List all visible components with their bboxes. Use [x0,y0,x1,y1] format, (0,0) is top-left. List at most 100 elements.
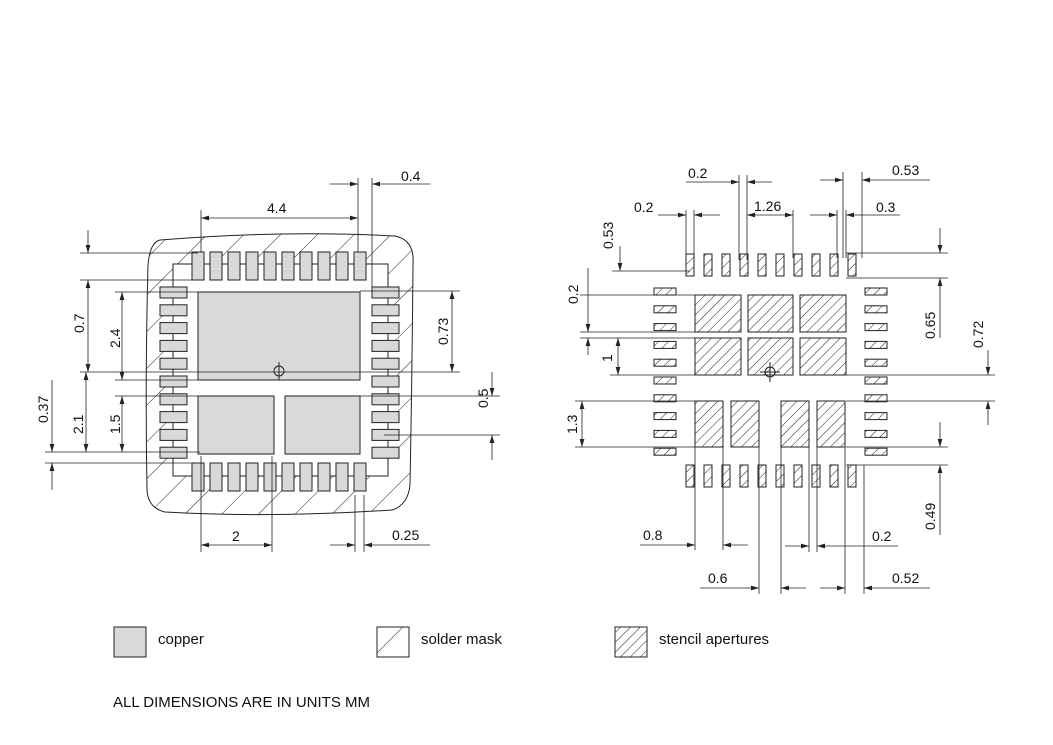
stencil-pad [864,305,888,314]
dim-0-73: 0.73 [435,318,451,345]
stencil-pad [653,323,677,332]
pad [159,339,188,352]
bottom-pad-row [191,462,367,492]
stencil-pad [864,340,888,349]
stencil-pad [864,447,888,456]
stencil-pad [847,253,857,277]
stencil-pad [829,464,839,488]
pad [317,251,331,281]
stencil-aperture [694,400,724,448]
stencil-pad [847,464,857,488]
left-dimension-lines [45,178,500,552]
dim-1-5: 1.5 [107,414,123,434]
pad [245,251,259,281]
dim-1-3: 1.3 [564,414,580,434]
dim-0-2-bottom: 0.2 [872,528,892,544]
dim-0-72: 0.72 [970,321,986,348]
pad [209,251,223,281]
pad [159,411,188,424]
stencil-pad [864,429,888,438]
pad [191,462,205,492]
legend-stencil-swatch [614,626,648,658]
land-pattern-view [145,233,414,516]
stencil-aperture [730,400,760,448]
pad [263,462,277,492]
stencil-pad [739,464,749,488]
stencil-pad [653,394,677,403]
legend-copper-label: copper [158,631,204,648]
dim-0-2-top: 0.2 [688,165,708,181]
dim-2-1: 2.1 [70,414,86,434]
legend-stencil-label: stencil apertures [659,631,769,648]
dim-0-2-left: 0.2 [634,199,654,215]
pad [299,462,313,492]
pad [335,251,349,281]
stencil-pad [721,253,731,277]
pad [159,375,188,388]
stencil-aperture [747,294,794,333]
right-dimension-lines [575,172,995,594]
dim-1-26: 1.26 [754,198,781,214]
stencil-aperture [816,400,846,448]
pad [299,251,313,281]
stencil-pad [864,287,888,296]
stencil-pad [653,376,677,385]
stencil-pad [793,464,803,488]
pad [227,251,241,281]
dim-0-5: 0.5 [475,388,491,408]
dim-0-49: 0.49 [922,503,938,530]
stencil-pad [653,412,677,421]
dim-2: 2 [232,528,240,544]
pad [281,462,295,492]
legend-solder-mask-label: solder mask [421,631,502,648]
pad [159,393,188,406]
dim-0-2-side: 0.2 [565,284,581,304]
stencil-pad [864,358,888,367]
pad [159,357,188,370]
pad [159,286,188,299]
dim-0-37: 0.37 [35,396,51,423]
dim-0-7: 0.7 [71,313,87,333]
dim-0-6: 0.6 [708,570,728,586]
stencil-pad [703,253,713,277]
dim-0-4: 0.4 [401,168,421,184]
stencil-pad [864,376,888,385]
pad [353,462,367,492]
stencil-center-mark [760,362,780,382]
stencil-pad [757,253,767,277]
pad [281,251,295,281]
stencil-pad [703,464,713,488]
stencil-aperture [799,337,847,376]
stencil-pad [653,447,677,456]
stencil-pad [685,464,695,488]
stencil-pad [757,464,767,488]
stencil-pad [829,253,839,277]
dim-0-53-top: 0.53 [892,162,919,178]
left-pad-column [159,286,188,459]
pad [317,462,331,492]
stencil-left-column [653,287,677,456]
dim-2-4: 2.4 [107,328,123,348]
dim-0-65: 0.65 [922,312,938,339]
stencil-pad [864,394,888,403]
exposed-pad-bottom-left [197,395,275,455]
pad [371,375,400,388]
pad [227,462,241,492]
pad [159,304,188,317]
stencil-pad [653,358,677,367]
dim-0-8: 0.8 [643,527,663,543]
legend: copper solder mask stencil apertures [113,626,769,658]
stencil-pad [864,323,888,332]
pad [191,251,205,281]
dim-0-52: 0.52 [892,570,919,586]
stencil-pad [775,253,785,277]
stencil-pad [811,253,821,277]
stencil-pad [653,340,677,349]
dim-0-3: 0.3 [876,199,896,215]
pad [371,357,400,370]
pad [335,462,349,492]
pad [371,322,400,335]
pad [371,304,400,317]
pad [263,251,277,281]
